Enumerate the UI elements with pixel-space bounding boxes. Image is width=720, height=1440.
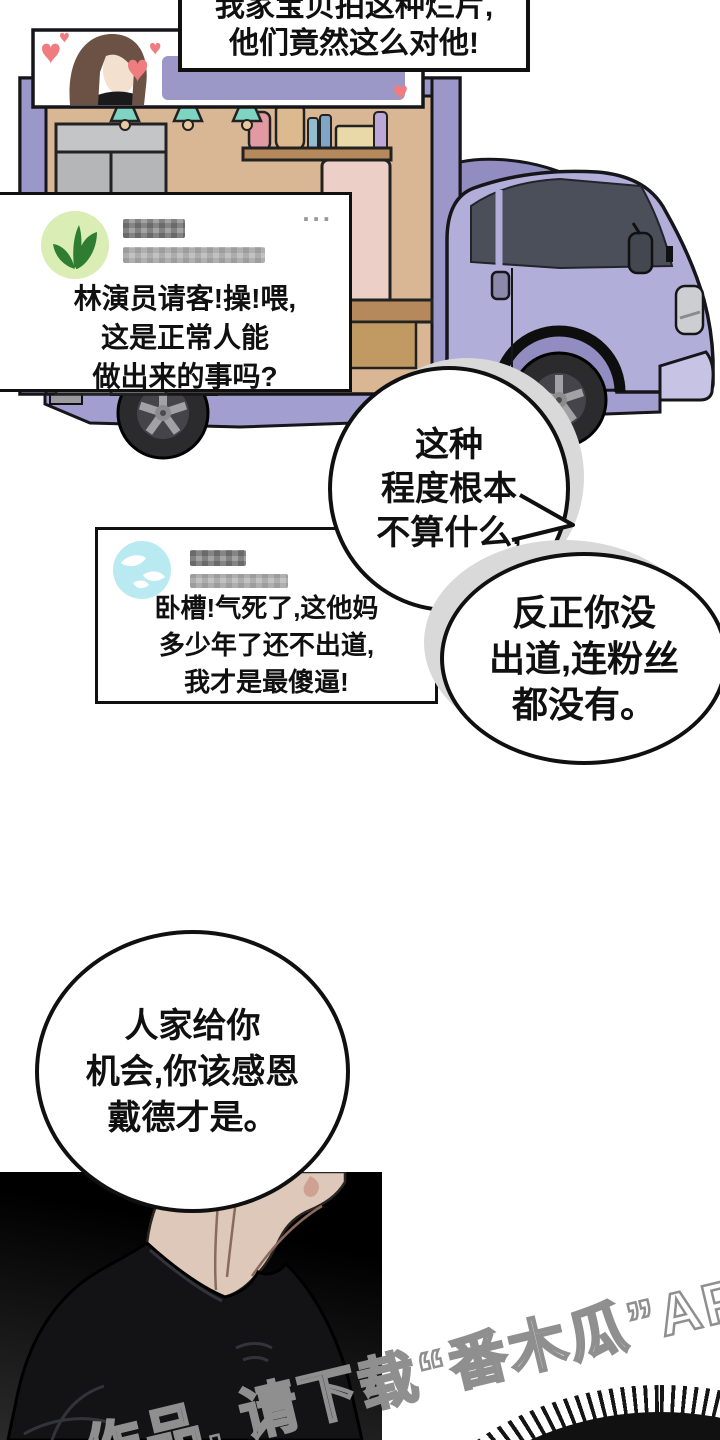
front-wheel-arch <box>492 325 626 393</box>
shirt-creases <box>23 1248 273 1440</box>
bubble-line: 出道,连粉丝 <box>488 637 679 679</box>
comment-line: 林演员请客!操!喂, <box>73 283 297 314</box>
bubble-line: 不算什么, <box>376 514 522 552</box>
bubble-line: 程度根本 <box>381 470 517 508</box>
bubble-line: 反正你没 <box>511 591 656 633</box>
mirror-arm <box>631 222 642 235</box>
speech-bubble-2: 反正你没 出道,连粉丝 都没有。 <box>440 552 720 765</box>
interior-shelf <box>241 100 393 162</box>
meta-blur <box>123 247 265 263</box>
banner-hearts <box>42 32 407 100</box>
plant-avatar <box>41 211 109 279</box>
speech-bubble-3: 人家给你 机会,你该感恩 戴德才是。 <box>35 930 350 1213</box>
meta-blur <box>190 574 288 588</box>
bubble-line: 机会,你该感恩 <box>85 1052 300 1091</box>
comment-line: 我才是最傻逼! <box>184 667 349 697</box>
sunburst-ring <box>390 1412 720 1440</box>
username-blur <box>123 219 185 238</box>
figure-ear-shade <box>303 1176 319 1197</box>
top-caption-box: 我家宝贝拍这种烂片, 他们竟然这么对他! <box>178 0 530 72</box>
comment-1-text: 林演员请客!操!喂, 这是正常人能 做出来的事吗? <box>0 279 349 396</box>
comment-2-text: 卧槽!气死了,这他妈 多少年了还不出道, 我才是最傻逼! <box>98 590 435 701</box>
front-bumper <box>658 350 715 402</box>
bubble-line: 戴德才是。 <box>107 1098 278 1137</box>
cab-trim <box>666 246 673 262</box>
comment-line: 多少年了还不出道, <box>158 630 375 660</box>
comment-line: 卧槽!气死了,这他妈 <box>154 593 379 623</box>
globe-avatar-icon <box>121 555 165 589</box>
more-options-icon: ... <box>302 197 333 227</box>
comment-line: 做出来的事吗? <box>92 361 278 392</box>
bubble-line: 都没有。 <box>511 683 656 725</box>
comment-card-1: ... 林演员请客!操!喂, 这是正常人能 做出来的事吗? <box>0 192 352 392</box>
banner-woman-portrait <box>69 34 147 105</box>
caption-line: 我家宝贝拍这种烂片, <box>214 0 494 23</box>
headlight <box>674 284 705 336</box>
figure-shirt <box>6 1241 364 1440</box>
globe-avatar <box>113 541 171 599</box>
bubble-line: 这种 <box>415 426 483 464</box>
bubble-line: 人家给你 <box>124 1006 261 1045</box>
plant-avatar-icon <box>53 225 97 269</box>
caption-line: 他们竟然这么对他! <box>229 27 479 60</box>
username-blur <box>190 550 246 566</box>
comment-line: 这是正常人能 <box>100 322 269 353</box>
sunburst-outer-spikes <box>365 1385 720 1440</box>
cab-mirror <box>627 231 654 275</box>
door-handle <box>490 270 511 301</box>
